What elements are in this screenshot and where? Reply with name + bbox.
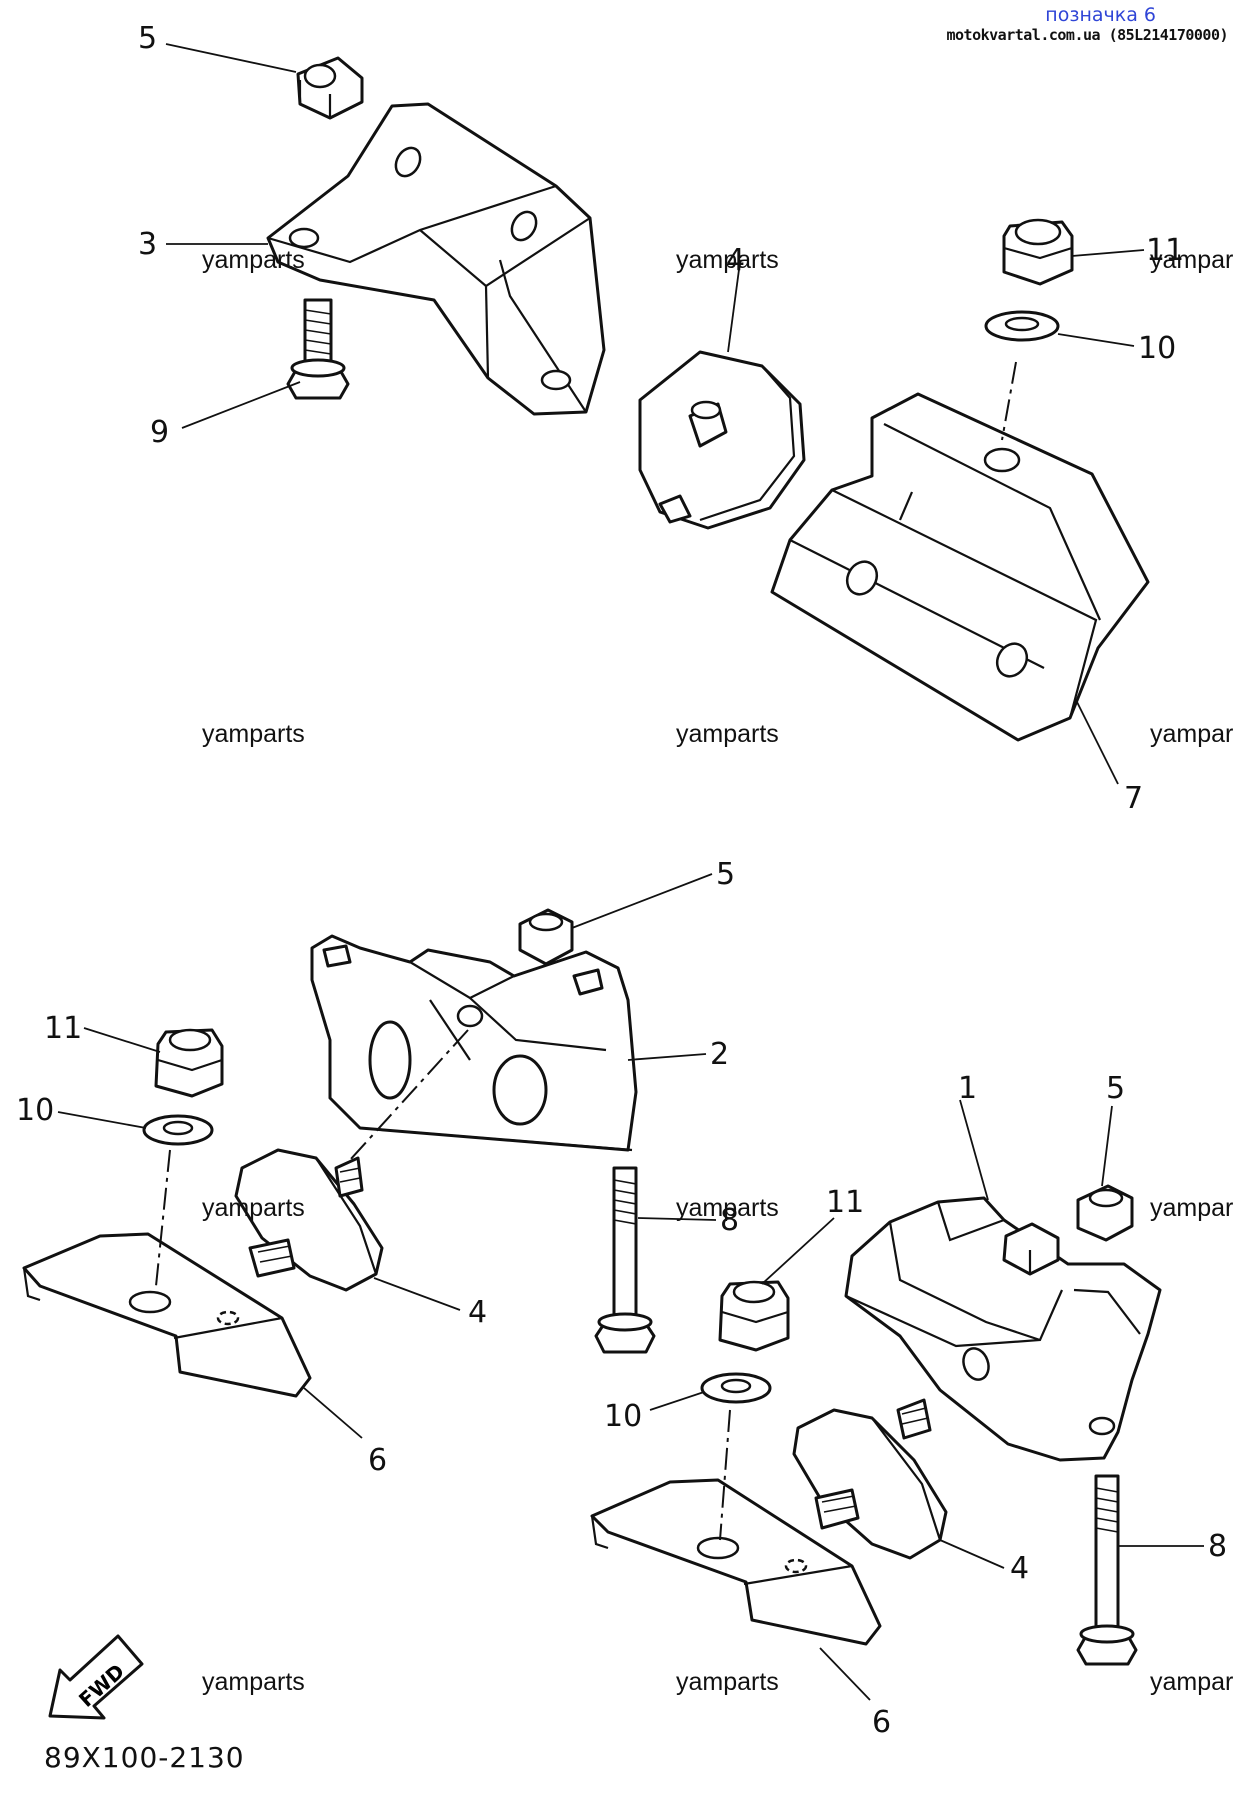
part-1-bracket	[844, 1196, 1162, 1462]
callout-left-6: 6	[368, 1443, 387, 1478]
callout-top-11: 11	[1146, 233, 1184, 268]
callout-top-10: 10	[1138, 331, 1176, 366]
callout-mid-5: 5	[716, 857, 735, 892]
part-7-bracket	[770, 392, 1150, 742]
watermark: yampar	[1150, 720, 1234, 748]
header-title: позначка 6	[1045, 4, 1156, 26]
watermark: yampar	[1150, 1194, 1234, 1222]
callout-right-10: 10	[604, 1399, 642, 1434]
watermark: yamparts	[676, 1668, 779, 1696]
part-4-rubber-mount-right	[792, 1398, 948, 1560]
callout-right-8: 8	[1208, 1529, 1227, 1564]
part-8-bolt-left	[594, 1166, 656, 1354]
callout-top-7: 7	[1124, 781, 1143, 816]
part-5-nut-top	[296, 56, 364, 120]
part-6-plate-left	[22, 1232, 312, 1398]
leader-lines	[57, 43, 1204, 1701]
header-subtitle: motokvartal.com.ua (85L214170000)	[946, 26, 1228, 44]
part-11-nut-top	[1002, 218, 1074, 286]
callout-right-4: 4	[1010, 1551, 1029, 1586]
watermark: yamparts	[202, 1194, 305, 1222]
callout-right-6: 6	[872, 1705, 891, 1740]
callout-right-11: 11	[826, 1185, 864, 1220]
part-4-rubber-mount-left	[234, 1148, 384, 1292]
part-5-nut-mid	[518, 908, 574, 966]
part-3-bracket	[266, 102, 606, 416]
callout-left-10: 10	[16, 1093, 54, 1128]
part-11-nut-right	[718, 1280, 790, 1352]
part-8-bolt-right	[1076, 1474, 1138, 1666]
callout-top-5: 5	[138, 21, 157, 56]
forward-arrow-icon: FWD	[48, 1634, 144, 1720]
callout-right-5: 5	[1106, 1071, 1125, 1106]
watermark: yampar	[1150, 246, 1234, 274]
callout-top-4: 4	[726, 243, 745, 278]
watermark: yampar	[1150, 1668, 1234, 1696]
callout-top-3: 3	[138, 227, 157, 262]
part-4-rubber-mount-top	[638, 350, 806, 530]
part-10-washer-top	[984, 310, 1060, 342]
watermark: yamparts	[202, 720, 305, 748]
callout-labels: 5 3 9 4 11 10 7 5 2 11 10 4 8 6 1 5 11 1…	[16, 21, 1227, 1740]
watermark: yamparts	[676, 246, 779, 274]
callout-top-9: 9	[150, 415, 169, 450]
part-11-nut-left	[154, 1028, 224, 1098]
part-10-washer-left	[142, 1114, 214, 1146]
part-6-plate-right	[590, 1478, 882, 1646]
callout-left-11: 11	[44, 1011, 82, 1046]
callout-mid-2: 2	[710, 1037, 729, 1072]
watermark: yamparts	[676, 1194, 779, 1222]
part-5-nut-right	[1076, 1184, 1134, 1242]
callout-left-4: 4	[468, 1295, 487, 1330]
watermark: yamparts	[202, 1668, 305, 1696]
part-9-bolt	[286, 298, 350, 400]
diagram-code: 89X100-2130	[44, 1741, 245, 1774]
callout-right-1: 1	[958, 1071, 977, 1106]
part-10-washer-right	[700, 1372, 772, 1404]
callout-left-8: 8	[720, 1203, 739, 1238]
watermark: yamparts	[202, 246, 305, 274]
part-2-bracket	[310, 934, 638, 1152]
watermark: yamparts	[676, 720, 779, 748]
